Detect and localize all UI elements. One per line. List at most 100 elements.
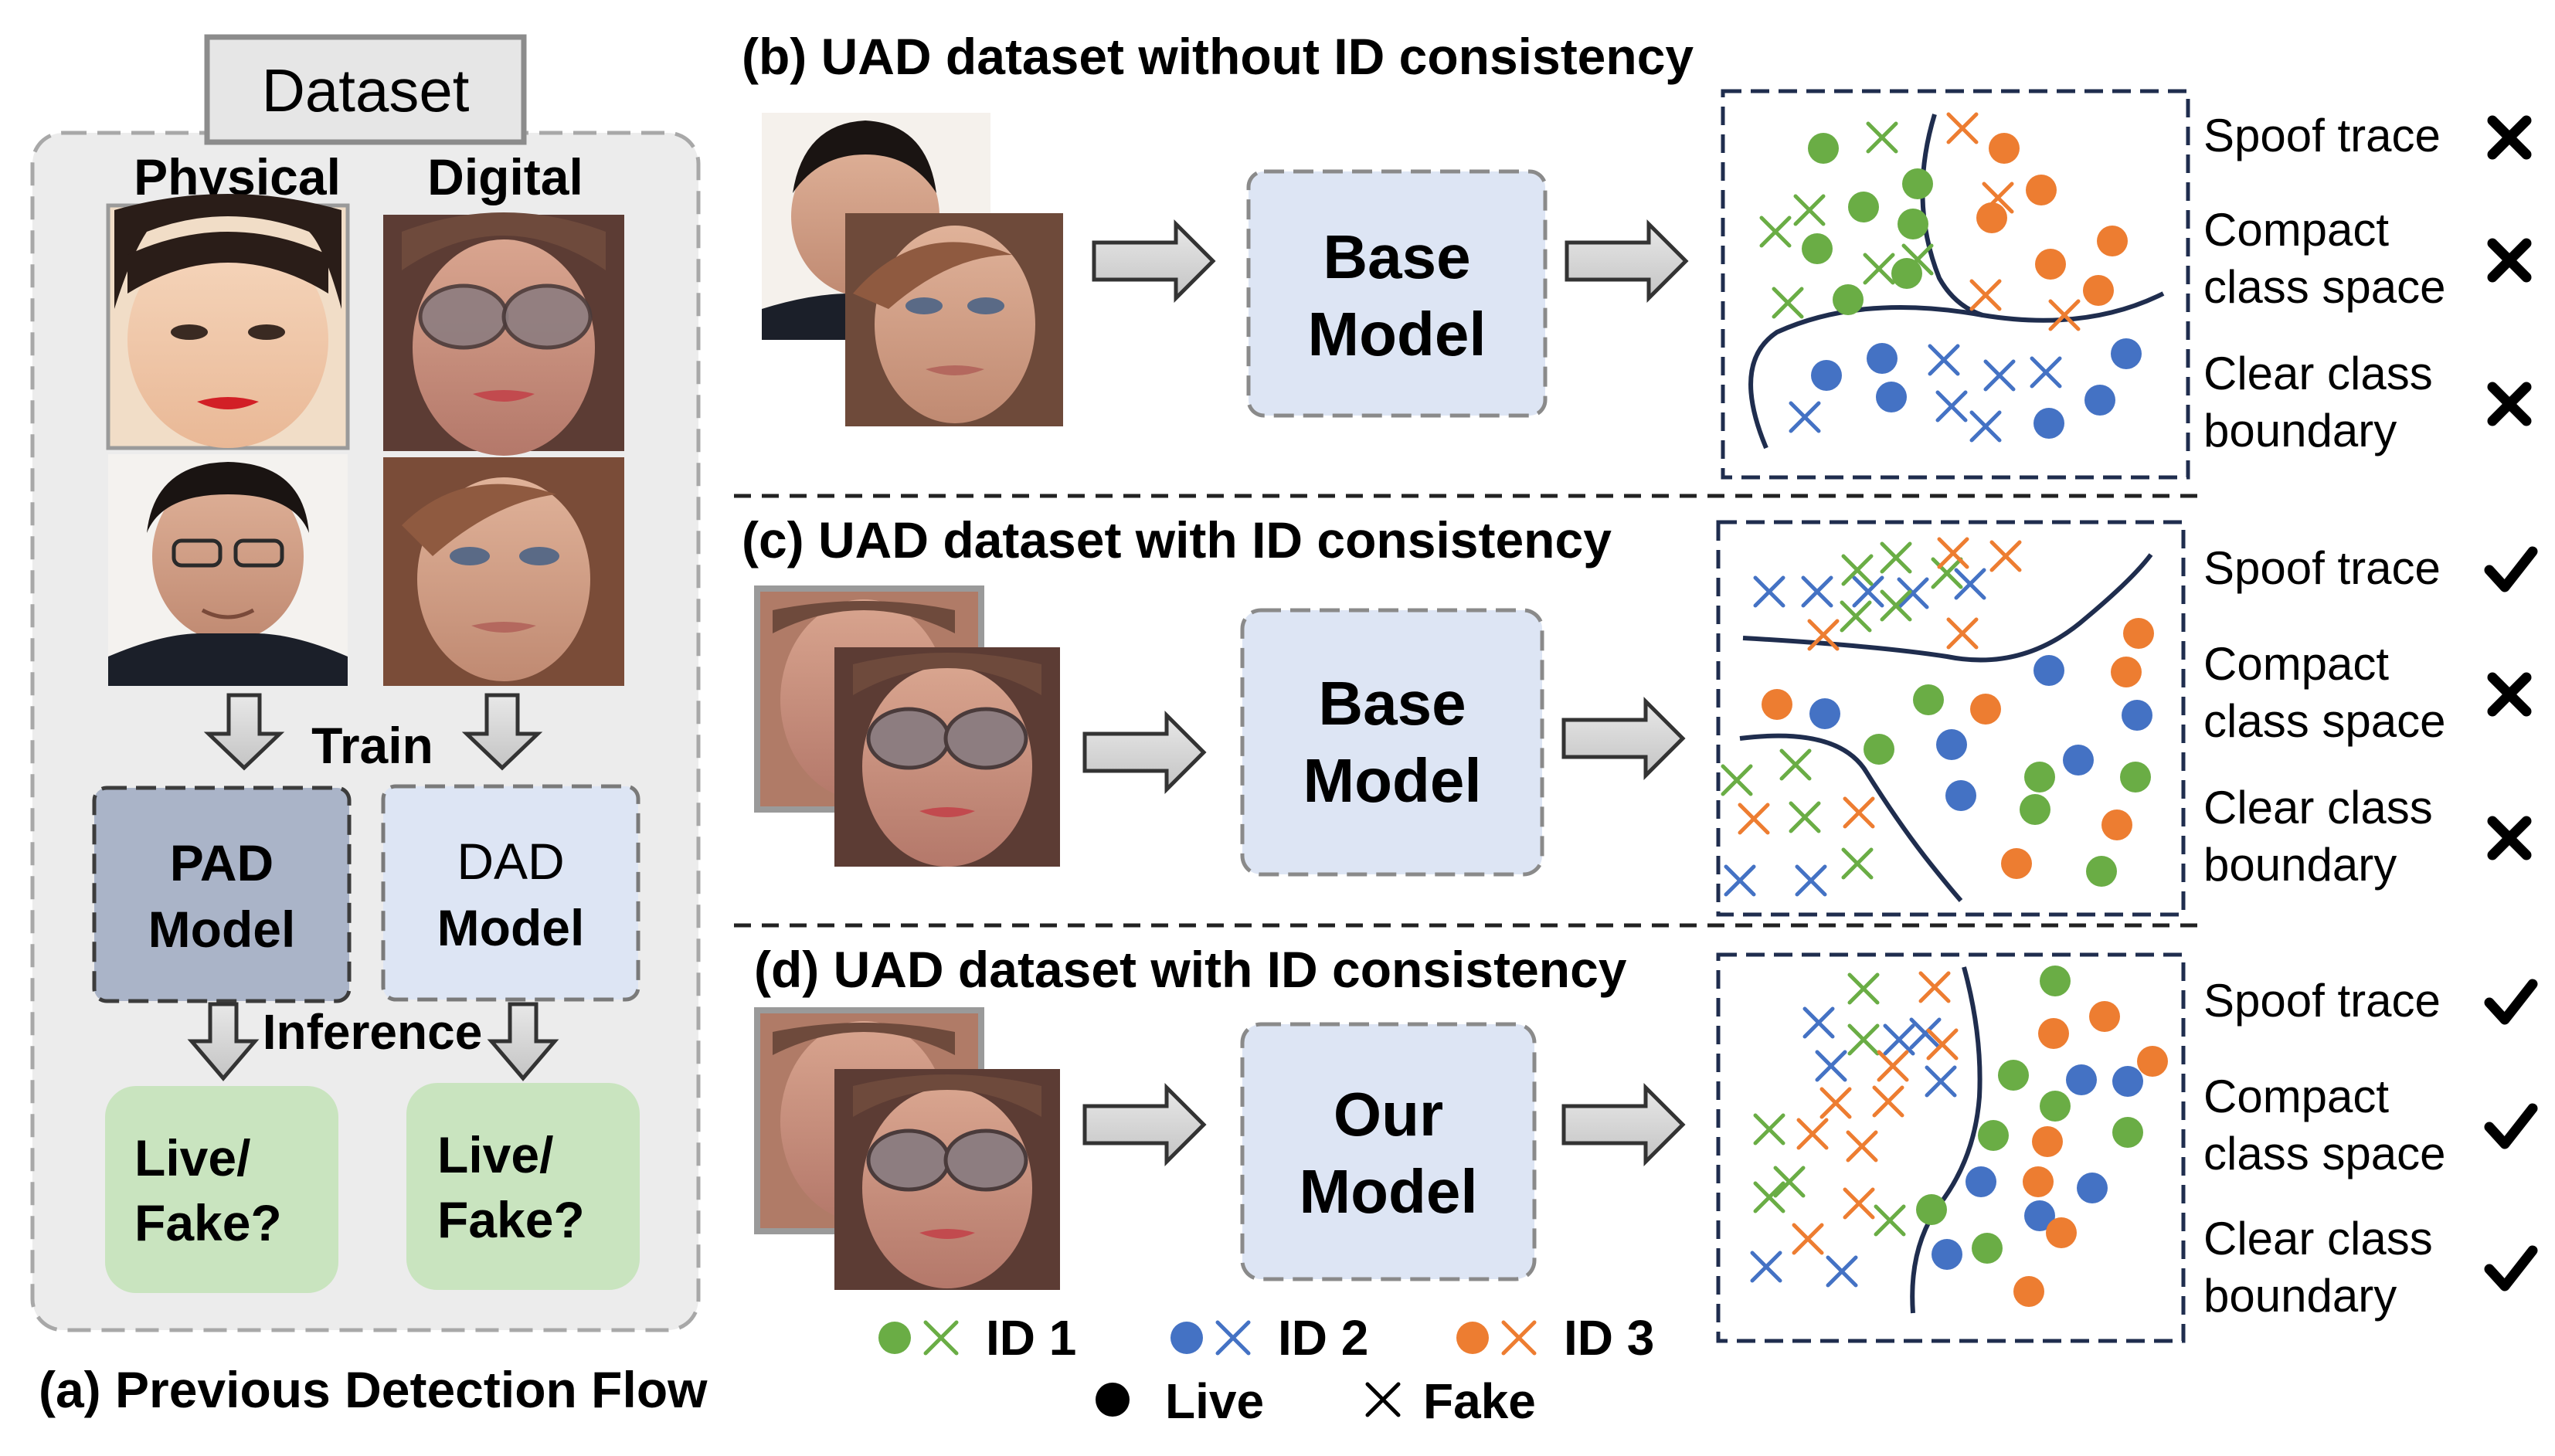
id1-live-point — [2024, 762, 2055, 792]
panel-d-output-arrow — [1561, 1082, 1686, 1167]
panel-a-caption: (a) Previous Detection Flow — [39, 1361, 708, 1418]
dad-model-box — [381, 784, 640, 1002]
id2-fake-point — [1983, 359, 2016, 392]
id3-live-point — [2035, 249, 2066, 280]
panel-c-boundary-1 — [1742, 553, 2153, 663]
criterion-label: class space — [2203, 1128, 2445, 1179]
panel-b-model-line1: Base — [1323, 222, 1470, 291]
inference-arrow-right — [487, 1002, 559, 1081]
cross-icon — [2487, 238, 2532, 283]
inference-arrow-left — [187, 1002, 260, 1081]
cross-icon — [2487, 672, 2532, 717]
id3-live-point — [2032, 1126, 2063, 1157]
panel-c-model-box — [1240, 608, 1544, 877]
panel-d-model-line1: Our — [1334, 1080, 1443, 1149]
legend-id-label: ID 2 — [1278, 1310, 1368, 1366]
panel-d: (d) UAD dataset with ID consistency Our … — [754, 941, 2538, 1343]
check-icon — [2484, 1103, 2538, 1149]
id1-live-point — [2040, 1091, 2071, 1122]
id3-live-point — [2089, 1001, 2120, 1032]
cross-icon — [2487, 382, 2532, 426]
legend-id-label: ID 3 — [1564, 1310, 1654, 1366]
id2-fake-point — [1925, 1065, 1957, 1098]
id1-live-point — [1898, 209, 1928, 239]
pad-result-line1: Live/ — [134, 1129, 250, 1186]
id1-fake-point — [1874, 1204, 1906, 1237]
id3-live-point — [2123, 618, 2154, 649]
dad-model-line1: DAD — [457, 833, 564, 890]
id1-live-point — [1802, 233, 1833, 264]
panel-b-input-images — [762, 113, 1063, 426]
id3-live-point — [2083, 275, 2114, 306]
id2-live-point — [1867, 343, 1898, 374]
panel-b-output-arrow — [1565, 219, 1689, 304]
id3-fake-point — [1946, 617, 1979, 650]
criterion-label: Compact — [2203, 1071, 2389, 1122]
panel-c: (c) UAD dataset with ID consistency Base… — [742, 511, 2538, 917]
id2-live-point — [2066, 1064, 2097, 1095]
id1-fake-point — [1772, 287, 1804, 319]
panel-c-input-images — [754, 585, 1060, 867]
id3-fake-point — [1989, 540, 2022, 572]
id2-live-point — [1876, 382, 1907, 412]
panel-a: Dataset Physical Digital — [30, 34, 708, 1418]
id3-fake-point — [1937, 537, 1969, 569]
digital-face-2-image — [383, 457, 624, 686]
panel-c-title: (c) UAD dataset with ID consistency — [742, 511, 1612, 568]
digital-heading: Digital — [427, 148, 583, 205]
panel-c-boundary-2 — [1739, 733, 1963, 902]
id1-fake-point — [1721, 764, 1753, 796]
id2-fake-point — [1789, 401, 1821, 433]
legend-fake-swatch — [923, 1320, 959, 1356]
id2-live-point — [2077, 1173, 2108, 1203]
panel-b-title: (b) UAD dataset without ID consistency — [742, 28, 1694, 85]
id2-fake-point — [1969, 410, 2002, 443]
id3-fake-point — [1843, 1187, 1875, 1220]
legend: ID 1 ID 2 ID 3 Live Fake — [878, 1310, 1654, 1429]
id3-fake-point — [1738, 803, 1770, 835]
id1-live-point — [1902, 168, 1933, 199]
id1-fake-point — [1773, 1166, 1806, 1198]
legend-live-swatch — [1456, 1322, 1489, 1354]
panel-c-input-arrow — [1082, 710, 1207, 795]
criterion-label: class space — [2203, 261, 2445, 313]
id1-fake-point — [1931, 557, 1963, 589]
id2-live-point — [2024, 1200, 2055, 1231]
id3-live-point — [2026, 175, 2057, 205]
id2-fake-point — [1795, 864, 1827, 897]
panel-c-model-line1: Base — [1318, 669, 1466, 738]
id3-fake-point — [1807, 619, 1840, 651]
legend-fake-swatch — [1501, 1320, 1537, 1356]
id3-live-point — [2013, 1276, 2044, 1307]
physical-face-1-image — [106, 194, 350, 450]
panel-d-model-box — [1240, 1022, 1537, 1281]
legend-fake-label: Fake — [1423, 1373, 1536, 1429]
id1-live-point — [1864, 734, 1894, 765]
id3-live-point — [2097, 226, 2128, 256]
check-icon — [2484, 979, 2538, 1025]
pad-model-line1: PAD — [170, 834, 274, 891]
id3-live-point — [2137, 1046, 2168, 1077]
id1-fake-point — [1847, 972, 1880, 1005]
id2-fake-point — [1883, 1023, 1915, 1056]
id1-live-point — [2020, 794, 2050, 825]
id3-fake-point — [1819, 1087, 1852, 1119]
id2-fake-point — [1928, 344, 1960, 376]
id1-live-point — [1972, 1233, 2003, 1264]
id2-fake-point — [1826, 1255, 1858, 1288]
panel-d-points — [1750, 966, 2168, 1307]
panel-d-title: (d) UAD dataset with ID consistency — [754, 941, 1627, 998]
criterion-label: boundary — [2203, 839, 2397, 891]
legend-fake-marker — [1365, 1382, 1401, 1417]
legend-live-label: Live — [1165, 1373, 1264, 1429]
legend-id-label: ID 1 — [986, 1310, 1076, 1366]
panel-d-input-arrow — [1082, 1082, 1207, 1167]
panel-b: (b) UAD dataset without ID consistency B… — [742, 28, 2532, 480]
criterion-label: Spoof trace — [2203, 110, 2441, 161]
id2-live-point — [1966, 1166, 1996, 1197]
id3-live-point — [2023, 1166, 2054, 1197]
legend-live-swatch — [1170, 1322, 1203, 1354]
id1-fake-point — [1880, 541, 1912, 574]
panel-c-feature-space — [1716, 520, 2186, 917]
id3-live-point — [1989, 133, 2020, 164]
